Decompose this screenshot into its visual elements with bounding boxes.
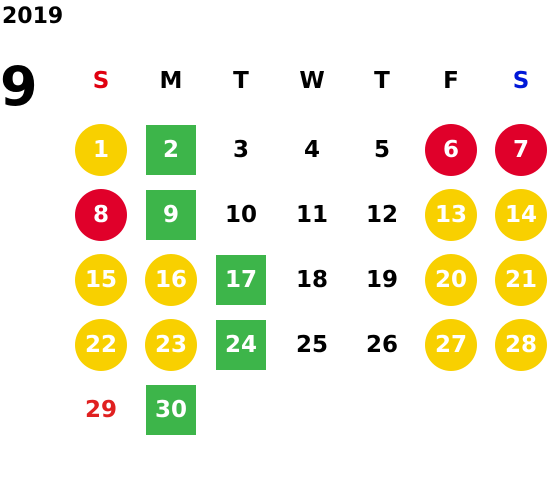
day-cell-27[interactable]: 27 (425, 319, 477, 371)
day-cell-16[interactable]: 16 (145, 254, 197, 306)
weekday-mon: M (159, 68, 183, 94)
day-cell-8[interactable]: 8 (75, 189, 127, 241)
day-cell-30[interactable]: 30 (146, 385, 196, 435)
month-number: 9 (0, 55, 38, 118)
day-cell-14[interactable]: 14 (495, 189, 547, 241)
day-cell-18[interactable]: 18 (295, 267, 328, 293)
day-cell-7[interactable]: 7 (495, 124, 547, 176)
weekday-tue: T (233, 68, 249, 94)
weekday-sat: S (512, 68, 530, 94)
day-cell-4[interactable]: 4 (303, 137, 320, 163)
day-cell-15[interactable]: 15 (75, 254, 127, 306)
day-cell-17[interactable]: 17 (216, 255, 266, 305)
day-cell-21[interactable]: 21 (495, 254, 547, 306)
day-cell-2[interactable]: 2 (146, 125, 196, 175)
day-cell-22[interactable]: 22 (75, 319, 127, 371)
day-cell-29[interactable]: 29 (84, 397, 117, 423)
day-cell-24[interactable]: 24 (216, 320, 266, 370)
day-cell-10[interactable]: 10 (224, 202, 257, 228)
day-cell-1[interactable]: 1 (75, 124, 127, 176)
weekday-wed: W (299, 68, 325, 94)
day-cell-11[interactable]: 11 (295, 202, 328, 228)
year-label: 2019 (2, 4, 64, 29)
day-cell-6[interactable]: 6 (425, 124, 477, 176)
weekday-thu: T (374, 68, 390, 94)
day-cell-26[interactable]: 26 (365, 332, 398, 358)
day-cell-5[interactable]: 5 (373, 137, 390, 163)
day-cell-25[interactable]: 25 (295, 332, 328, 358)
day-cell-13[interactable]: 13 (425, 189, 477, 241)
day-cell-19[interactable]: 19 (365, 267, 398, 293)
day-cell-23[interactable]: 23 (145, 319, 197, 371)
day-cell-9[interactable]: 9 (146, 190, 196, 240)
weekday-fri: F (443, 68, 459, 94)
day-cell-28[interactable]: 28 (495, 319, 547, 371)
day-cell-20[interactable]: 20 (425, 254, 477, 306)
weekday-sun: S (92, 68, 110, 94)
day-cell-3[interactable]: 3 (232, 137, 249, 163)
day-cell-12[interactable]: 12 (365, 202, 398, 228)
